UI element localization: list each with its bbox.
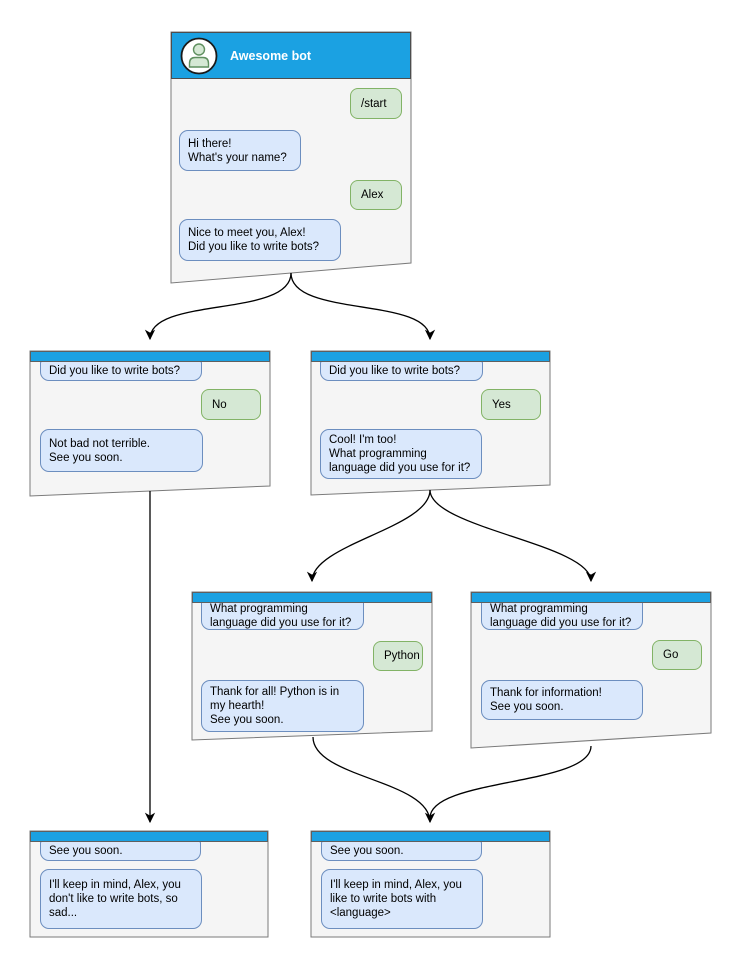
branch-python-window-header [192, 592, 432, 603]
message-bot-reply-no: Not bad not terrible. See you soon. [40, 429, 203, 472]
message-bot-question-go-branch: What programming language did you use fo… [481, 601, 643, 630]
message-user-answer-no: No [201, 389, 261, 420]
message-bot-question-no-branch: Did you like to write bots? [40, 361, 202, 381]
bot-title: Awesome bot [230, 48, 312, 63]
bot-avatar-icon [180, 37, 218, 74]
message-user-answer-python: Python [373, 641, 423, 671]
message-user-name: Alex [350, 180, 402, 210]
message-user-answer-yes: Yes [481, 389, 541, 420]
branch-go-window-header [471, 592, 711, 603]
message-bot-nice-to-meet: Nice to meet you, Alex! Did you like to … [179, 219, 341, 261]
message-bot-reply-yes: Cool! I'm too! What programming language… [320, 429, 482, 479]
end-yes-window-header [311, 831, 550, 842]
branch-yes-window-header [311, 351, 550, 362]
connector-python-to-end [312, 736, 436, 824]
start-window-header: Awesome bot [171, 32, 411, 79]
connector-start-to-yes [290, 272, 436, 341]
end-no-window-header [30, 831, 268, 842]
message-bot-see-you-soon-yes: See you soon. [321, 841, 482, 861]
message-bot-question-python-branch: What programming language did you use fo… [201, 601, 364, 630]
connector-start-to-no [144, 272, 292, 341]
message-bot-reply-python: Thank for all! Python is in my hearth! S… [201, 680, 364, 732]
message-bot-reply-go: Thank for information! See you soon. [481, 680, 643, 720]
message-user-answer-go: Go [652, 640, 702, 670]
message-bot-greeting: Hi there! What's your name? [179, 130, 301, 171]
message-user-start-command: /start [350, 88, 402, 119]
branch-no-window-header [30, 351, 270, 362]
message-bot-see-you-soon-no: See you soon. [40, 841, 201, 861]
message-bot-question-yes-branch: Did you like to write bots? [320, 361, 483, 381]
message-bot-final-yes: I'll keep in mind, Alex, you like to wri… [321, 869, 483, 929]
connector-go-to-end [429, 745, 592, 819]
connector-yes-to-python [306, 489, 431, 583]
message-bot-final-no: I'll keep in mind, Alex, you don't like … [40, 869, 202, 929]
connector-yes-to-go [429, 489, 597, 583]
